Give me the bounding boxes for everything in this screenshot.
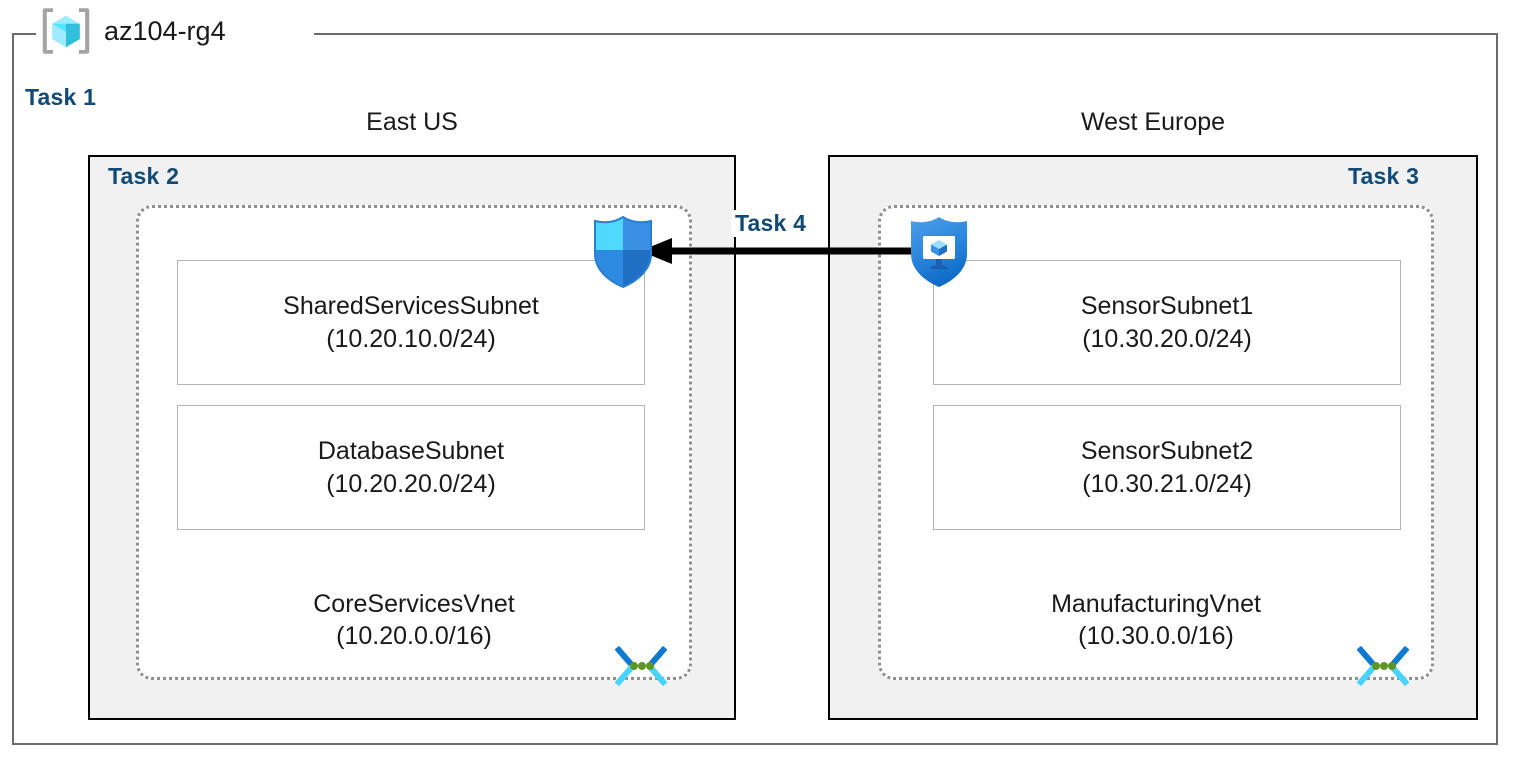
vnet-cidr: (10.20.0.0/16) [336,622,492,650]
resource-group-name: az104-rg4 [104,15,226,46]
azure-firewall-shield-icon [592,215,654,289]
subnet-cidr: (10.20.20.0/24) [326,469,496,498]
subnet-sharedservicessubnet: SharedServicesSubnet (10.20.10.0/24) [177,260,645,385]
resource-group-title-gap [36,24,314,44]
vnet-cidr: (10.30.0.0/16) [1078,622,1234,650]
subnet-name: SensorSubnet2 [1080,437,1254,465]
subnet-name: SharedServicesSubnet [283,292,539,320]
subnet-cidr: (10.30.20.0/24) [1082,324,1252,353]
azure-defender-shield-monitor-icon [908,216,970,288]
task-2-label: Task 2 [108,163,180,189]
subnet-cidr: (10.30.21.0/24) [1082,469,1252,498]
azure-resource-group-cube-icon [40,5,92,57]
task-3-label: Task 3 [1348,163,1420,189]
subnet-sensorsubnet1: SensorSubnet1 (10.30.20.0/24) [933,260,1401,385]
subnet-databasesubnet: DatabaseSubnet (10.20.20.0/24) [177,405,645,530]
task-1-label: Task 1 [25,84,97,110]
subnet-cidr: (10.20.10.0/24) [326,324,496,353]
azure-virtual-network-icon [609,643,673,689]
vnet-name: ManufacturingVnet [1051,590,1261,618]
resource-group-boundary [12,33,1498,745]
azure-virtual-network-icon [1351,643,1415,689]
vnet-manufacturingvnet: SensorSubnet1 (10.30.20.0/24) SensorSubn… [878,205,1434,686]
task-4-label: Task 4 [731,210,811,237]
vnet-name: CoreServicesVnet [313,590,515,618]
region-title-east-us: East US [366,108,458,136]
subnet-name: DatabaseSubnet [317,437,505,465]
vnet-label-coreservicesvnet: CoreServicesVnet (10.20.0.0/16) [139,588,689,652]
subnet-sensorsubnet2: SensorSubnet2 (10.30.21.0/24) [933,405,1401,530]
region-title-west-europe: West Europe [1080,108,1226,136]
vnet-label-manufacturingvnet: ManufacturingVnet (10.30.0.0/16) [881,588,1431,652]
vnet-coreservicesvnet: SharedServicesSubnet (10.20.10.0/24) Dat… [136,205,692,686]
vnet-peering-arrow [640,234,922,268]
subnet-name: SensorSubnet1 [1080,292,1254,320]
resource-group-header: az104-rg4 [40,4,226,58]
